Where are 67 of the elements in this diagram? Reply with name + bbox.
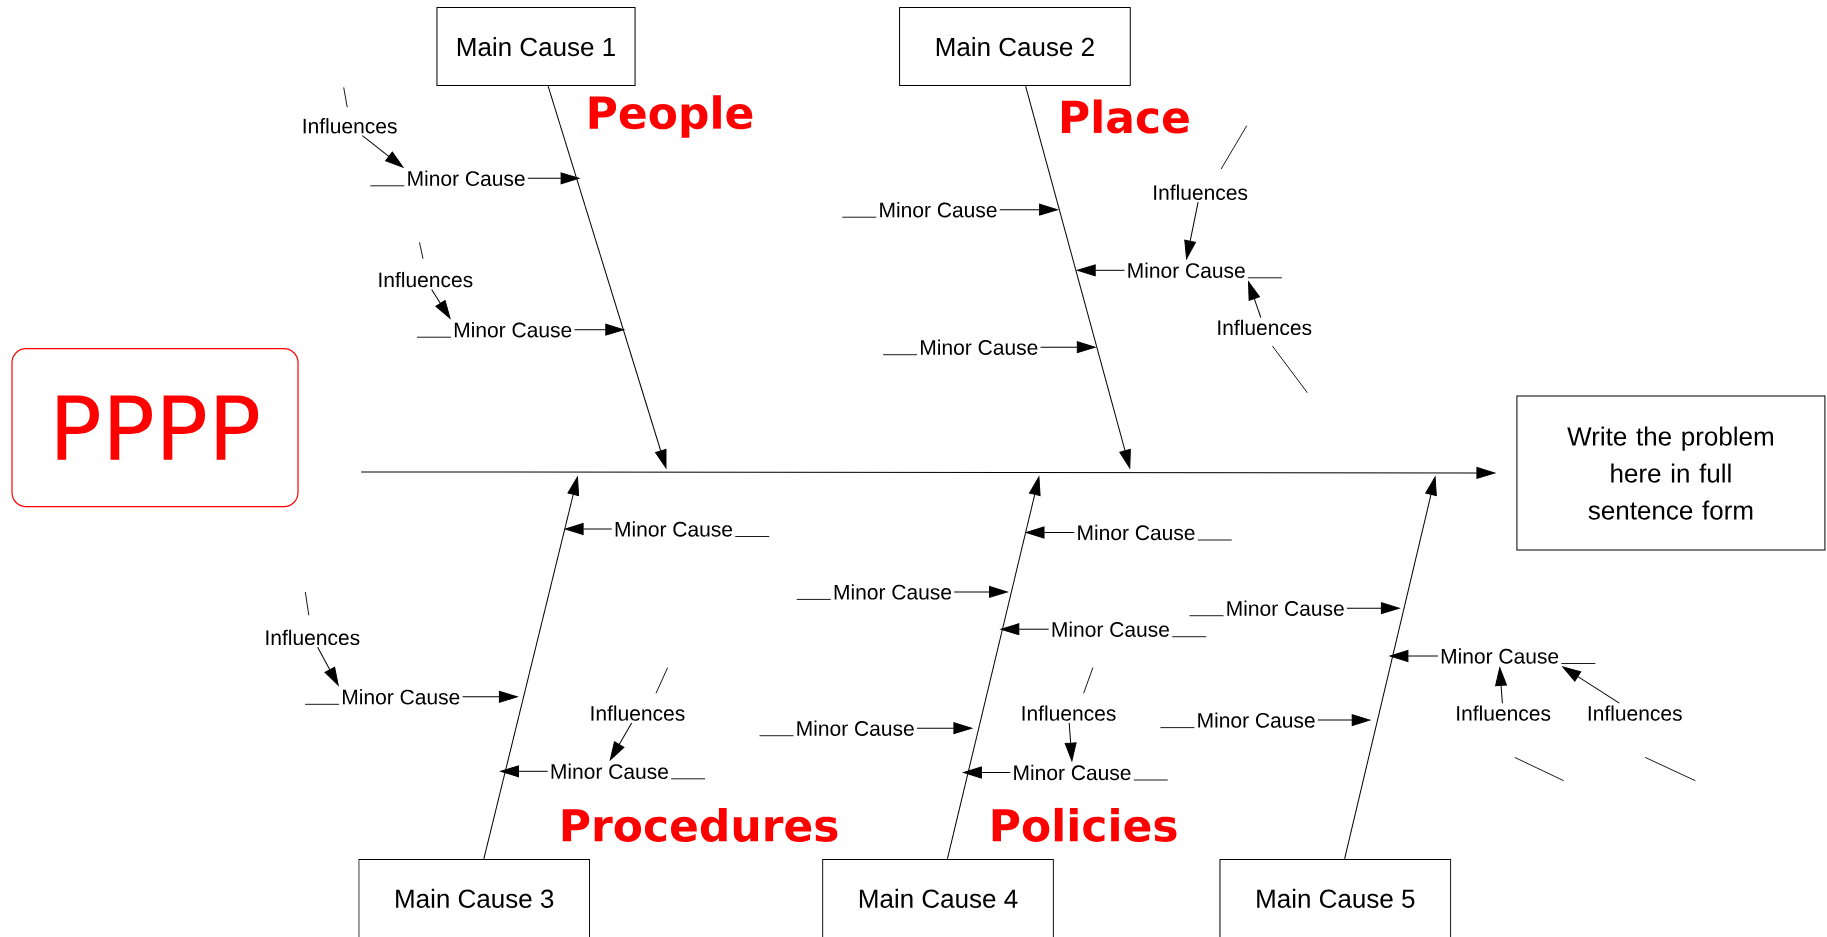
- arrow: [1389, 650, 1439, 662]
- minor-cause-label: Minor Cause: [841, 202, 997, 218]
- bone-arrow: [483, 476, 580, 860]
- category-label: Procedures: [562, 807, 838, 842]
- minor-cause-label: Minor Cause: [1078, 524, 1233, 541]
- main-cause-box: Main Cause 3: [358, 858, 591, 937]
- arrow: [963, 766, 1011, 779]
- arrow: [916, 722, 973, 735]
- influence-label: Influences: [1218, 319, 1312, 336]
- arrow: [1040, 341, 1096, 354]
- arrow: [361, 135, 404, 168]
- arrow: [462, 690, 518, 703]
- arrow: [431, 289, 451, 319]
- minor-cause-label: Minor Cause: [369, 170, 525, 187]
- minor-cause-label: Minor Cause: [304, 689, 460, 705]
- influence-label: Influences: [303, 118, 397, 134]
- arrow: [1317, 714, 1371, 727]
- arrow: [527, 172, 580, 185]
- minor-cause-label: Minor Cause: [615, 521, 770, 537]
- problem-box: Write the problem here in full sentence form: [1516, 395, 1826, 551]
- minor-cause-label: Minor Cause: [1441, 648, 1596, 664]
- influence-label: Influences: [379, 271, 473, 288]
- arrow: [317, 646, 339, 686]
- bone-arrow: [1344, 476, 1437, 860]
- arrow: [999, 203, 1058, 216]
- minor-cause-label: Minor Cause: [416, 322, 572, 338]
- arrow: [1000, 623, 1050, 636]
- arrow: [1076, 264, 1125, 277]
- main-cause-box: Main Cause 1: [436, 7, 636, 87]
- arrow: [573, 323, 625, 336]
- category-label: Policies: [992, 807, 1177, 842]
- arrow: [1025, 526, 1075, 539]
- bone-arrow: [1025, 85, 1131, 469]
- influence-label: Influences: [1588, 705, 1682, 721]
- minor-cause-label: Minor Cause: [882, 339, 1038, 356]
- arrow: [500, 765, 549, 778]
- arrow: [1346, 602, 1400, 615]
- influence-label: Influences: [1154, 184, 1248, 200]
- category-label: People: [589, 95, 753, 138]
- arrow: [564, 523, 613, 535]
- arrow: [1495, 667, 1507, 704]
- main-cause-box: Main Cause 5: [1219, 858, 1452, 937]
- minor-cause-label: Minor Cause: [759, 720, 914, 737]
- arrow: [609, 722, 633, 761]
- influence-label: Influences: [1022, 705, 1116, 721]
- arrow: [1248, 281, 1262, 318]
- bone-arrow: [946, 476, 1041, 860]
- arrow: [1064, 722, 1077, 762]
- influence-label: Influences: [1457, 705, 1551, 721]
- minor-cause-label: Minor Cause: [1128, 262, 1283, 279]
- influence-label: Influences: [266, 629, 360, 646]
- minor-cause-label: Minor Cause: [551, 763, 706, 780]
- bone-arrow: [547, 85, 667, 469]
- arrow: [953, 585, 1008, 598]
- minor-cause-label: Minor Cause: [796, 584, 952, 600]
- arrow: [1184, 201, 1199, 260]
- category-label: Place: [1061, 99, 1189, 134]
- influence-label: Influences: [591, 705, 685, 721]
- minor-cause-label: Minor Cause: [1189, 600, 1344, 617]
- arrow: [1562, 666, 1620, 704]
- minor-cause-label: Minor Cause: [1052, 621, 1207, 638]
- main-cause-box: Main Cause 2: [899, 7, 1131, 87]
- minor-cause-label: Minor Cause: [1014, 764, 1169, 781]
- main-cause-box: Main Cause 4: [822, 858, 1054, 937]
- spine-arrow: [360, 466, 1496, 479]
- title-box: PPPP: [11, 348, 299, 508]
- minor-cause-label: Minor Cause: [1159, 712, 1315, 729]
